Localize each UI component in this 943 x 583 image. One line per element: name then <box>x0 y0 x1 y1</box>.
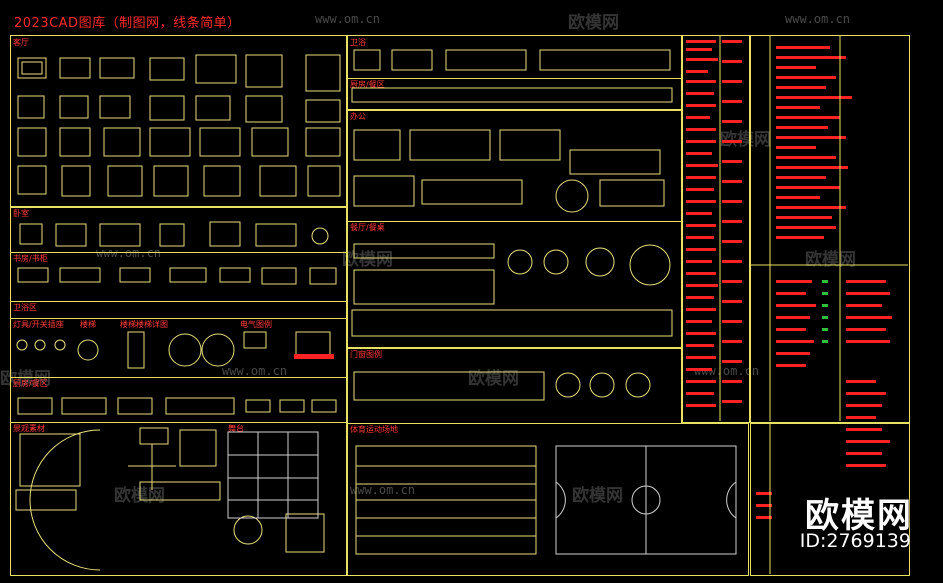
label-stairs-detail: 楼梯楼梯详图 <box>120 320 168 329</box>
label-landscape: 景观素材 <box>13 424 45 433</box>
frame-table-right <box>750 35 910 423</box>
watermark-url: www.om.cn <box>694 364 760 378</box>
watermark-logo: 欧模网 <box>572 486 623 506</box>
label-kitchen2: 厨房/餐区 <box>350 80 385 89</box>
watermark-logo: 欧模网 <box>568 13 619 33</box>
watermark-logo: 欧模网 <box>342 250 393 270</box>
table-green-marks <box>822 280 828 343</box>
label-bathroom: 卫浴区 <box>13 303 37 312</box>
label-bedroom: 卧室 <box>13 209 29 218</box>
basketball-court <box>555 445 737 555</box>
label-bath2: 卫浴 <box>350 38 366 47</box>
watermark-logo: 欧模网 <box>468 369 519 389</box>
table-grid-lines <box>719 35 908 574</box>
frame-landscape <box>10 422 347 576</box>
label-study: 书房/书柜 <box>13 254 48 263</box>
frame-table-bottom <box>750 423 910 576</box>
label-office: 办公 <box>350 112 366 121</box>
table-red-rows <box>294 40 892 519</box>
watermark-url: www.om.cn <box>96 246 162 260</box>
lamps-stairs-symbols <box>16 331 331 369</box>
label-sports: 体育运动场地 <box>350 425 398 434</box>
stage-grid <box>227 431 319 519</box>
label-electric: 电气图例 <box>240 320 272 329</box>
label-stairs: 楼梯 <box>80 320 96 329</box>
watermark-url: www.om.cn <box>222 364 288 378</box>
frame-sports <box>347 423 749 576</box>
label-window: 门窗图例 <box>350 350 382 359</box>
watermark-url: www.om.cn <box>785 12 851 26</box>
sports-field <box>355 445 537 555</box>
middle-symbols <box>351 49 673 401</box>
landscape-symbols <box>15 427 325 571</box>
brand-id: ID:2769139 <box>799 530 911 552</box>
frame-living-room <box>10 35 347 207</box>
watermark-logo: 欧模网 <box>720 130 771 150</box>
frame-table-left <box>682 35 750 423</box>
label-stage: 舞台 <box>228 424 244 433</box>
watermark-logo: 欧模网 <box>0 369 51 389</box>
label-dining: 餐厅/餐桌 <box>350 223 385 232</box>
kitchen-symbols <box>17 397 337 415</box>
drawing-title: 2023CAD图库（制图网，线条简单） <box>14 16 241 31</box>
frame-kitchen2 <box>347 78 682 110</box>
watermark-url: www.om.cn <box>315 12 381 26</box>
frame-dining <box>347 221 682 348</box>
living-room-furniture <box>17 54 341 197</box>
bedroom-study-symbols <box>17 221 337 285</box>
label-living-room: 客厅 <box>13 38 29 47</box>
label-kitchen: 厨房/餐区 <box>13 379 48 388</box>
label-lamps: 灯具/开关插座 <box>13 320 64 329</box>
watermark-url: www.om.cn <box>350 483 416 497</box>
brand-logo: 欧模网 <box>805 496 913 536</box>
